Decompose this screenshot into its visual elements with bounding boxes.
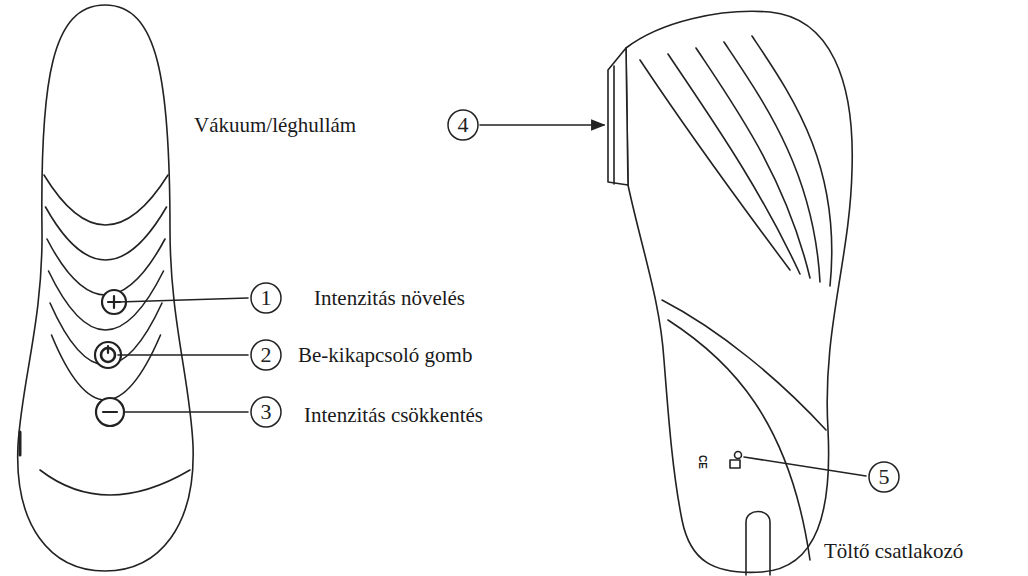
part-name: Intenzitás csökkentés (302, 403, 485, 428)
callout-number: 3 (261, 401, 272, 423)
contour-line (752, 36, 832, 286)
callout-number: 5 (879, 466, 890, 488)
leader-arrow (480, 124, 604, 126)
part-name: Intenzitás növelés (312, 286, 467, 311)
callout-circle: 2 (250, 339, 282, 371)
nozzle-edge (613, 66, 615, 184)
contour-line (52, 335, 161, 400)
callout-number: 2 (261, 344, 272, 366)
device-side-outline (626, 11, 852, 572)
contour-line (44, 175, 168, 225)
leader-line (118, 354, 248, 356)
contour-line (668, 54, 800, 274)
contour-line (47, 239, 165, 295)
leader-line (744, 457, 866, 476)
power-button (95, 342, 121, 368)
suction-nozzle (608, 48, 628, 185)
callout-circle: 3 (250, 396, 282, 428)
minus-button (96, 398, 124, 426)
leader-line (125, 411, 248, 413)
bottom-slot (746, 512, 770, 576)
contour-line (668, 320, 810, 560)
side-slot (19, 432, 22, 455)
part-name: Be-kikapcsoló gomb (296, 343, 474, 368)
contour-line (724, 42, 820, 282)
device-front-outline (18, 5, 193, 571)
front-contour-lines (40, 175, 190, 495)
contour-line (662, 300, 826, 430)
callout-circle: 4 (447, 109, 479, 141)
charging-port (730, 452, 742, 469)
side-contour-lines (640, 36, 832, 560)
contour-line (40, 470, 190, 495)
callout-number: 1 (261, 287, 272, 309)
callout-circle: 5 (868, 461, 900, 493)
part-name: Vákuum/léghullám (192, 113, 358, 138)
callout-number: 4 (458, 114, 469, 136)
ce-mark: CE (697, 455, 708, 469)
callout-circle: 1 (250, 282, 282, 314)
part-name: Töltő csatlakozó (822, 539, 965, 564)
contour-line (46, 207, 167, 260)
leader-line (118, 298, 248, 302)
